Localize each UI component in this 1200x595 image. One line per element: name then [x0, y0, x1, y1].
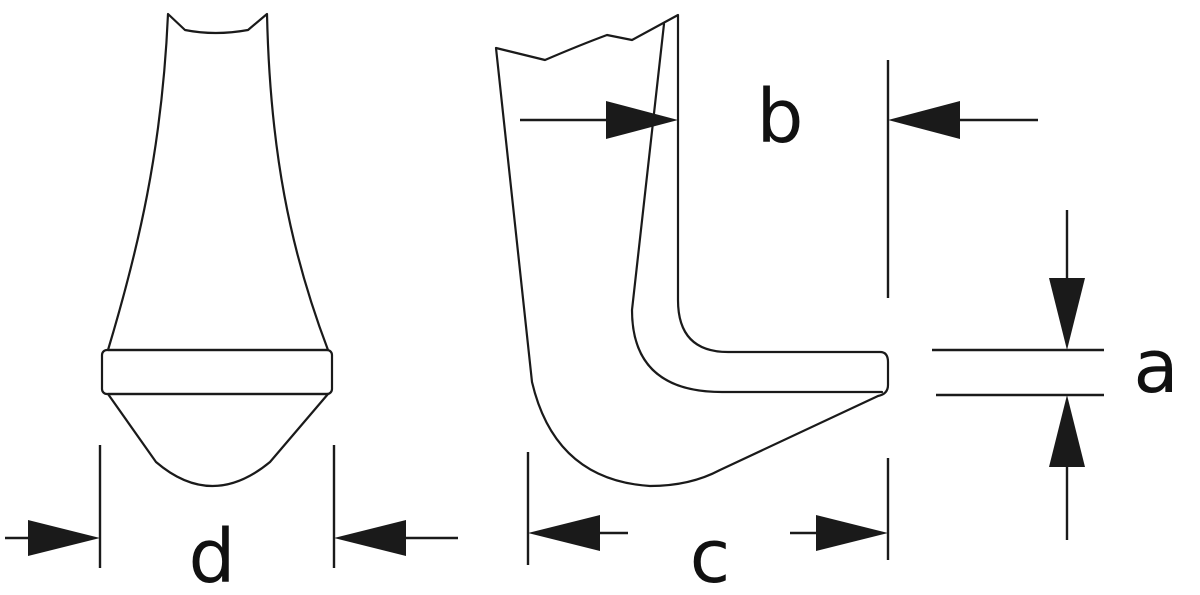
dimension-a: a: [932, 210, 1179, 540]
dimension-b: b: [520, 60, 1038, 298]
dimension-a-arrow-top: [1049, 278, 1085, 350]
front-view-tip-point: [106, 392, 330, 488]
dimension-d-label: d: [189, 514, 236, 595]
side-view-inner-edge: [630, 22, 884, 394]
front-view-tip: [100, 12, 334, 488]
dimension-d-arrow-left: [28, 520, 100, 556]
dimension-d: d: [5, 445, 458, 595]
dimension-a-label: a: [1133, 324, 1178, 410]
side-view-outline: [494, 13, 890, 488]
dimension-d-arrow-right: [334, 520, 406, 556]
dimension-b-arrow-right: [888, 101, 960, 139]
dimension-b-label: b: [757, 74, 804, 160]
dimension-b-arrow-left: [606, 101, 678, 139]
dimension-a-arrow-bottom: [1049, 395, 1085, 467]
dimension-c-arrow-right: [816, 515, 888, 551]
front-view-shank-outline: [106, 12, 330, 352]
side-view-tip: [494, 13, 890, 488]
dimension-c-label: c: [690, 514, 731, 595]
dimension-c-arrow-left: [528, 515, 600, 551]
dimension-c: c: [526, 452, 890, 595]
front-view-band: [100, 348, 334, 396]
